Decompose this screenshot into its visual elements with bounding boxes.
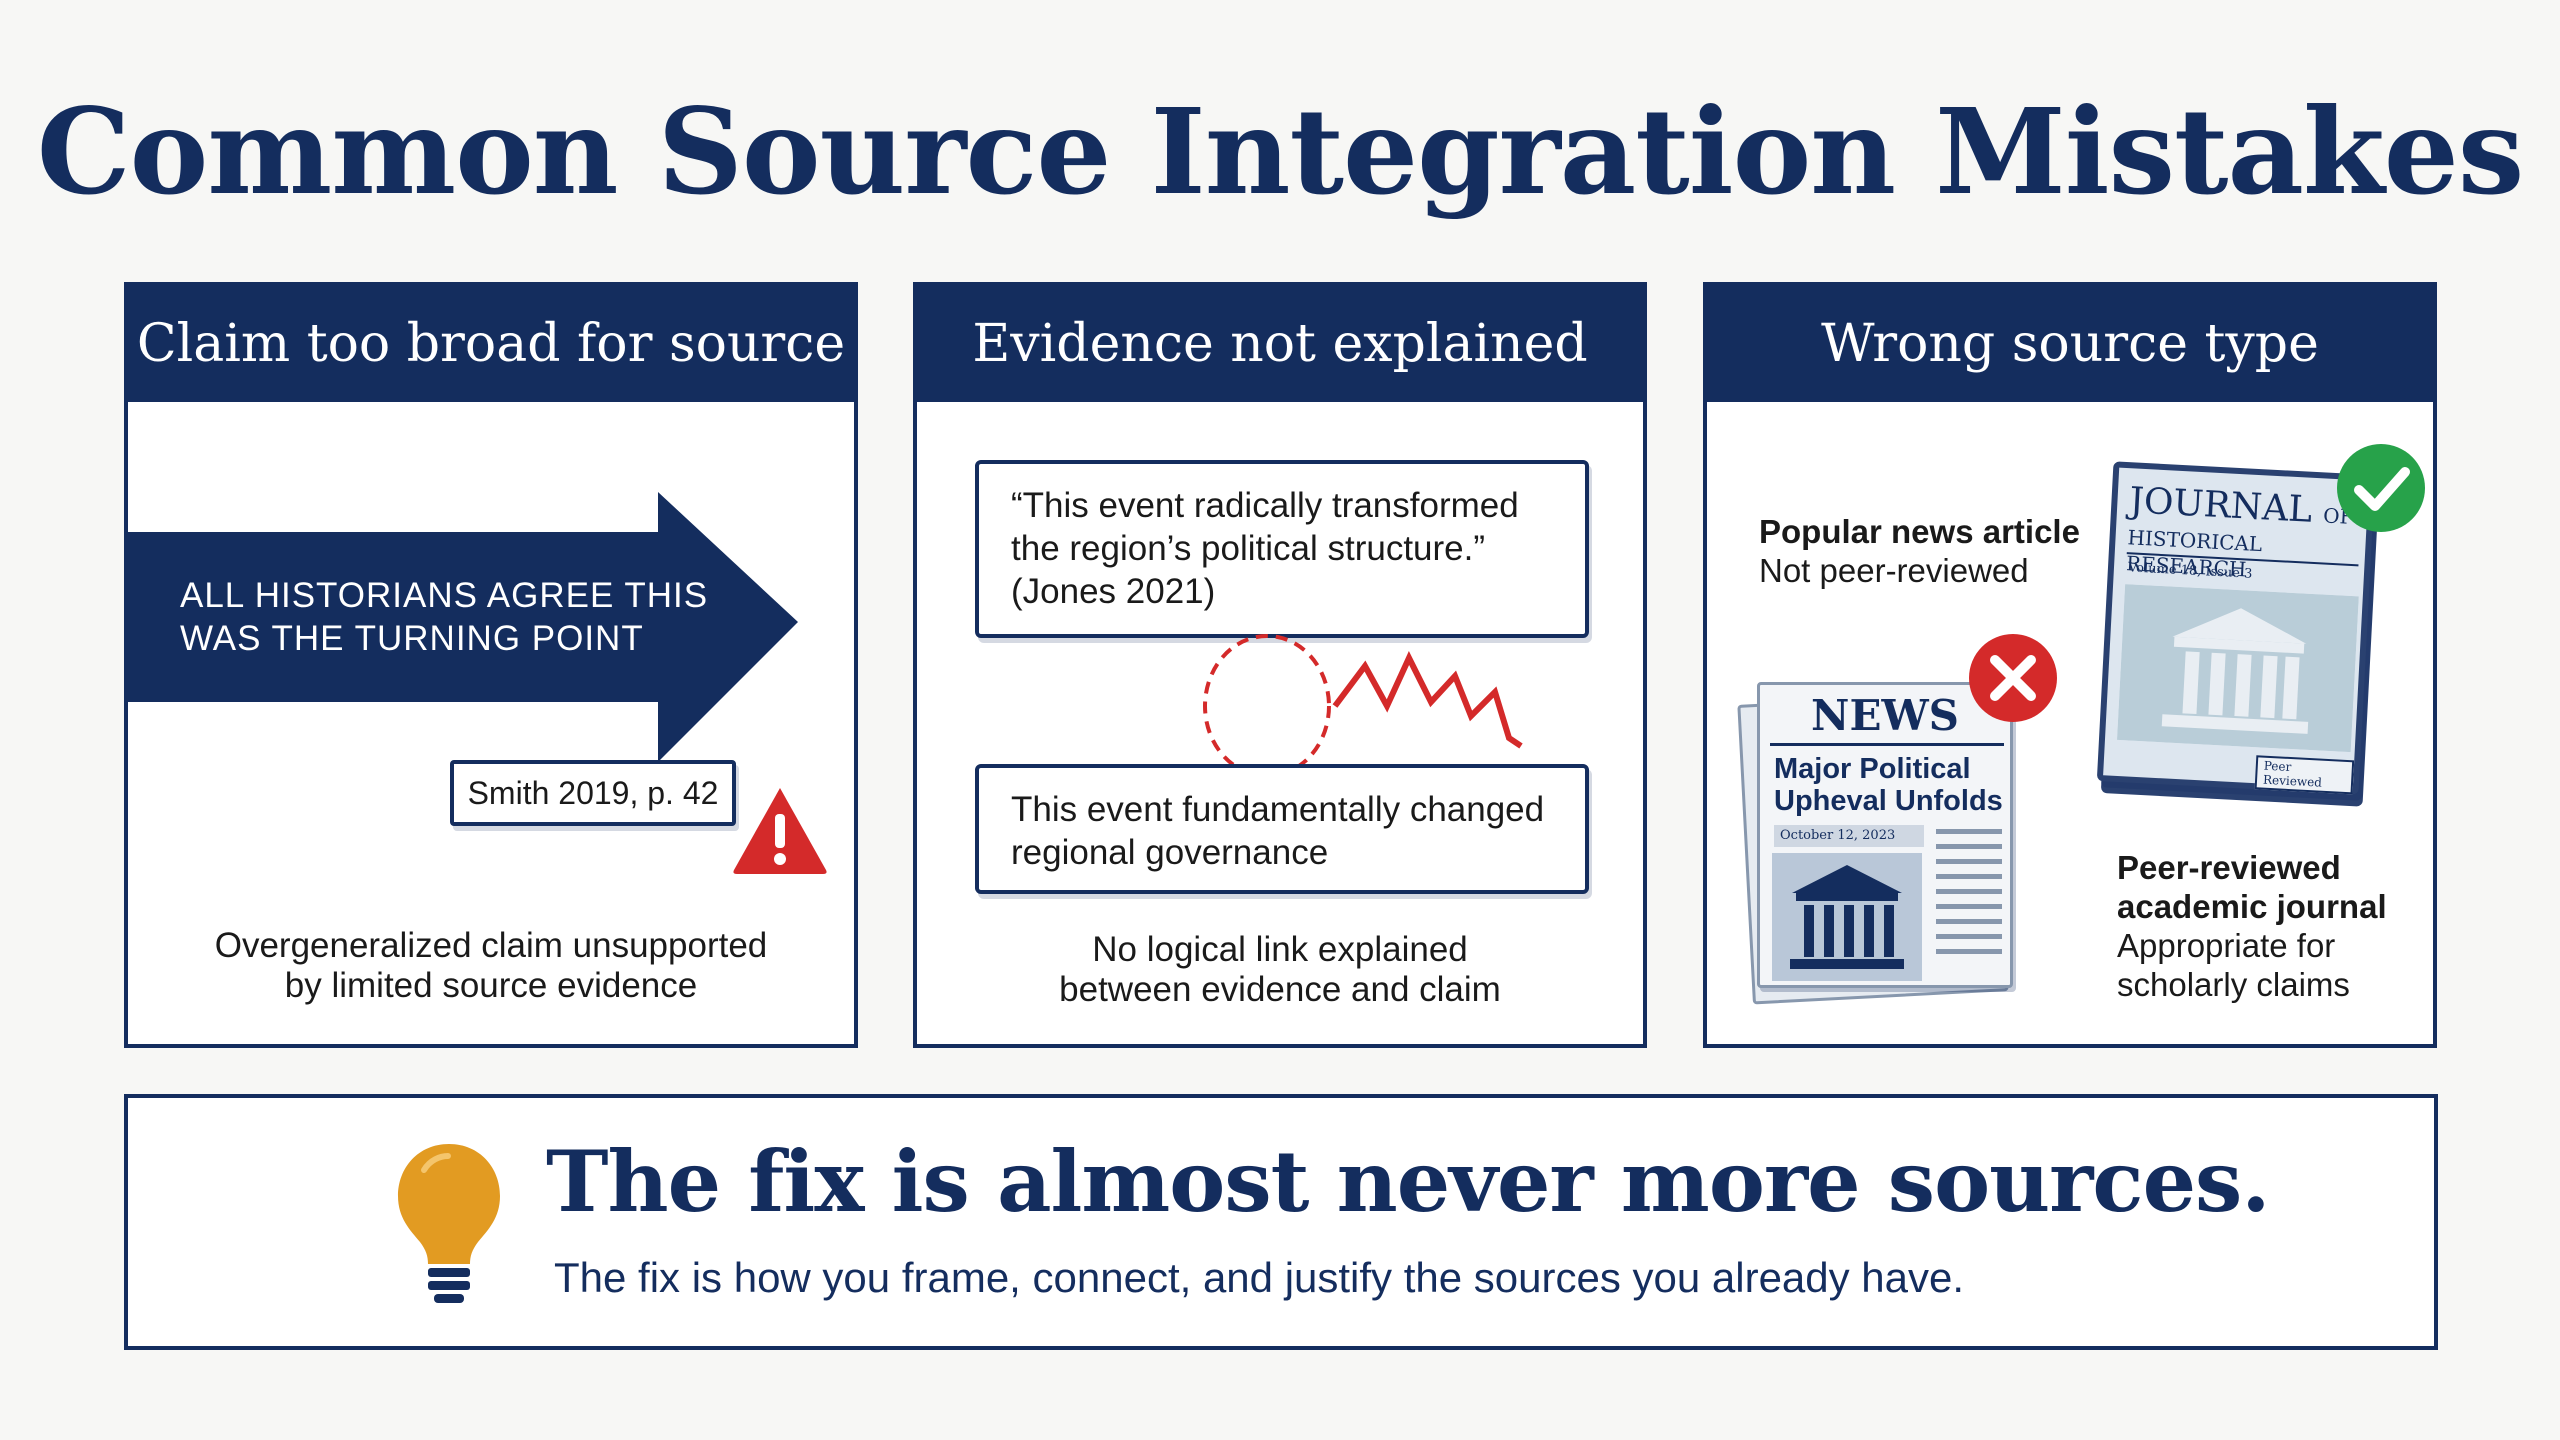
panel-wrong-source-type: Wrong source type Popular news article N… (1703, 282, 2437, 1048)
newspaper-illustration: NEWS Major Political Upheval Unfolds Oct… (1737, 682, 2015, 1005)
panel-caption: No logical link explained between eviden… (1059, 930, 1501, 1009)
x-mark-icon (1969, 634, 2057, 722)
news-label: Popular news article Not peer-reviewed (1759, 513, 2080, 589)
fix-headline: The fix is almost never more sources. (546, 1132, 2271, 1231)
panel-evidence-not-explained: Evidence not explained “This event radic… (913, 282, 1647, 1048)
building-icon (2116, 584, 2359, 753)
arrow-claim-text: ALL HISTORIANS AGREE THIS WAS THE TURNIN… (180, 576, 709, 658)
fix-callout: The fix is almost never more sources. Th… (124, 1094, 2438, 1350)
page-title: Common Source Integration Mistakes (36, 82, 2525, 221)
claim-box: This event fundamentally changed regiona… (975, 764, 1589, 894)
panel-claim-too-broad: Claim too broad for source ALL HISTORIAN… (124, 282, 858, 1048)
peer-reviewed-badge: Peer Reviewed (2254, 755, 2355, 795)
arrow-shape (128, 492, 798, 762)
journal-illustration: JOURNAL OF HISTORICAL RESEARCH Volume 18… (2095, 456, 2385, 807)
news-masthead: NEWS (1811, 691, 1959, 740)
building-icon (1772, 853, 1922, 981)
checkmark-icon (2337, 444, 2425, 532)
panel-header: Evidence not explained (917, 286, 1643, 402)
news-headline: Major Political Upheval Unfolds (1774, 753, 2003, 817)
panel-header: Wrong source type (1707, 286, 2433, 402)
journal-label: Peer-reviewed academic journal Appropria… (2117, 849, 2387, 1003)
lightbulb-icon (398, 1144, 500, 1303)
panel-header: Claim too broad for source (128, 286, 854, 402)
newspaper-text-lines (1936, 829, 2002, 964)
fix-subline: The fix is how you frame, connect, and j… (554, 1254, 1965, 1301)
panel-caption: Overgeneralized claim unsupported by lim… (214, 926, 768, 1005)
warning-icon (733, 788, 827, 874)
citation-box: Smith 2019, p. 42 (450, 760, 736, 826)
quote-box: “This event radically transformed the re… (975, 460, 1589, 638)
news-date: October 12, 2023 (1774, 825, 1924, 847)
